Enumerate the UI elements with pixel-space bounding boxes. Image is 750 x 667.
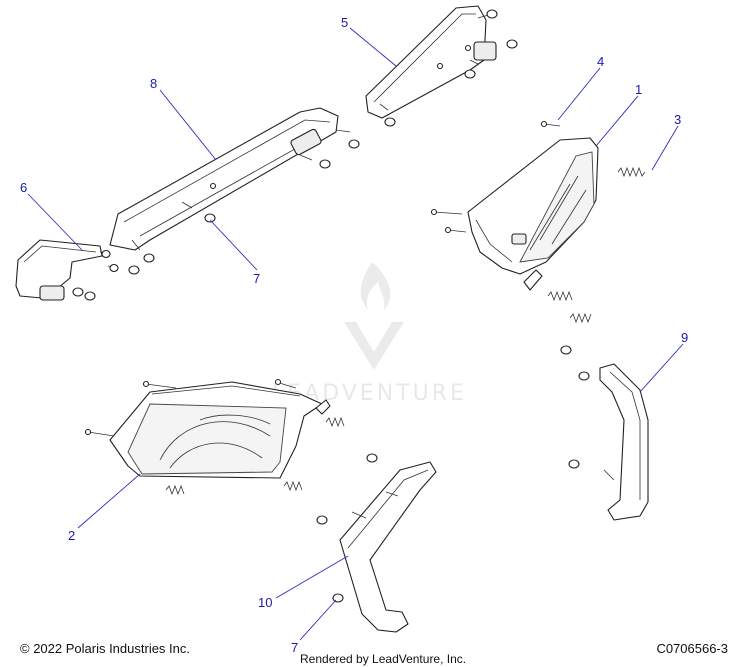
part-9-bezel-right: [560, 345, 649, 521]
callout-4: 4: [597, 54, 604, 69]
callout-10: 10: [258, 595, 272, 610]
watermark-logo: LEADVENTURE: [272, 262, 464, 406]
callout-5: 5: [341, 15, 348, 30]
callout-6: 6: [20, 180, 27, 195]
part-3-springs: [165, 166, 646, 496]
part-10-bezel-left: [316, 453, 437, 633]
part-8-long-bracket: [109, 107, 360, 275]
part-5-upper-bracket: [365, 5, 518, 127]
callout-7-lower: 7: [291, 640, 298, 655]
callout-8: 8: [150, 76, 157, 91]
rendered-by-text: Rendered by LeadVenture, Inc.: [300, 652, 467, 666]
leader-lines: [27, 27, 684, 641]
part-6-small-bracket: [15, 239, 119, 301]
copyright-text: © 2022 Polaris Industries Inc.: [20, 641, 190, 656]
callout-7-upper: 7: [253, 271, 260, 286]
part-2-headlight-lower: [84, 378, 331, 479]
callout-9: 9: [681, 330, 688, 345]
callout-labels: 1 2 3 4 5 6 7 7 8 9 10: [20, 15, 688, 655]
callout-1: 1: [635, 82, 642, 97]
callout-3: 3: [674, 112, 681, 127]
part-1-headlight-upper: [430, 120, 599, 291]
figure-id: C0706566-3: [656, 641, 728, 656]
callout-2: 2: [68, 528, 75, 543]
